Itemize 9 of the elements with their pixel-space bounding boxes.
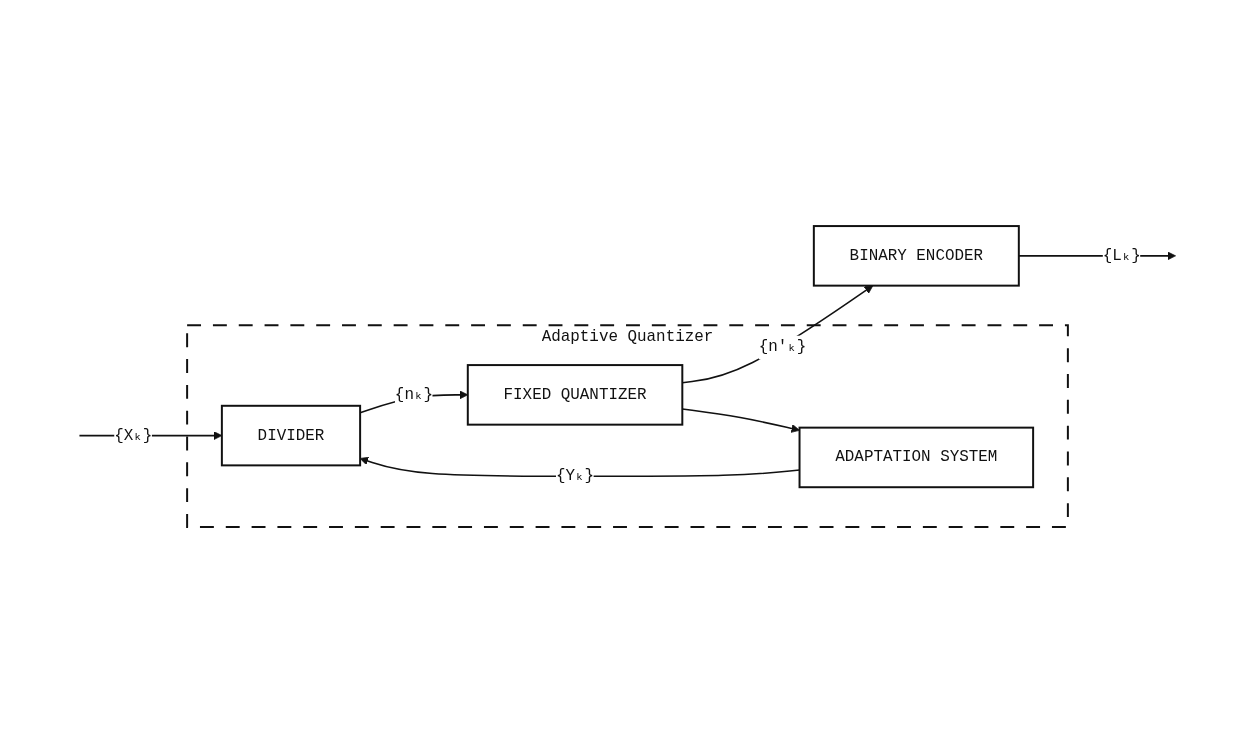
edge-label: {Yₖ} xyxy=(555,467,595,486)
node-box: FIXED QUANTIZER xyxy=(466,364,684,426)
edge-label: {nₖ} xyxy=(394,385,434,404)
edge-label: {Lₖ} xyxy=(1102,246,1141,265)
edge-label: {Xₖ} xyxy=(114,426,153,445)
node-box: DIVIDER xyxy=(220,404,362,467)
edge-label: {n'ₖ} xyxy=(758,338,807,357)
node-box: BINARY ENCODER xyxy=(812,225,1020,287)
node-box: ADAPTATION SYSTEM xyxy=(798,426,1035,489)
